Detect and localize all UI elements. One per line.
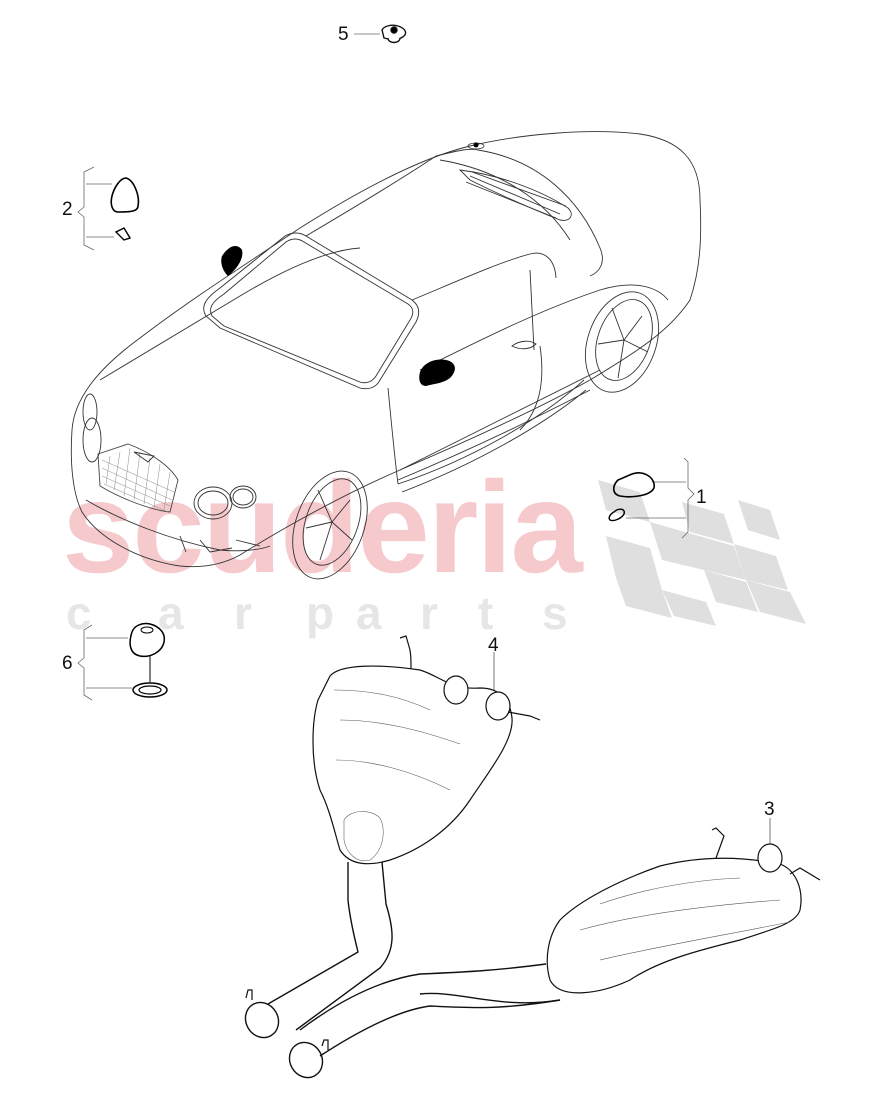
part-2-group xyxy=(77,166,140,251)
part-5-cap xyxy=(354,24,407,44)
watermark-letter: s xyxy=(542,587,568,639)
watermark-letter: a xyxy=(158,587,184,639)
part-6-group xyxy=(77,622,168,701)
callout-4[interactable]: 4 xyxy=(488,635,499,656)
exhaust-pipes xyxy=(244,861,561,1079)
callout-5[interactable]: 5 xyxy=(338,24,349,45)
part-4-rear-silencer-left xyxy=(312,635,541,865)
callout-3[interactable]: 3 xyxy=(764,799,775,820)
part-3-rear-silencer-right xyxy=(546,818,821,994)
watermark-letter: r xyxy=(420,587,438,639)
part-1-group xyxy=(608,457,695,539)
left-mirror-on-car xyxy=(221,246,243,276)
callout-2[interactable]: 2 xyxy=(62,199,73,220)
car-illustration xyxy=(70,131,702,580)
right-mirror-on-car xyxy=(419,359,455,386)
callout-1[interactable]: 1 xyxy=(696,487,707,508)
checker-flag-watermark xyxy=(598,480,806,626)
watermark-brand: scuderia xyxy=(62,454,583,600)
watermark-letter: a xyxy=(356,587,382,639)
watermark-letter: p xyxy=(306,587,335,639)
watermark-letter: t xyxy=(478,587,494,639)
callout-6[interactable]: 6 xyxy=(62,653,73,674)
watermark-letter: r xyxy=(234,587,252,639)
